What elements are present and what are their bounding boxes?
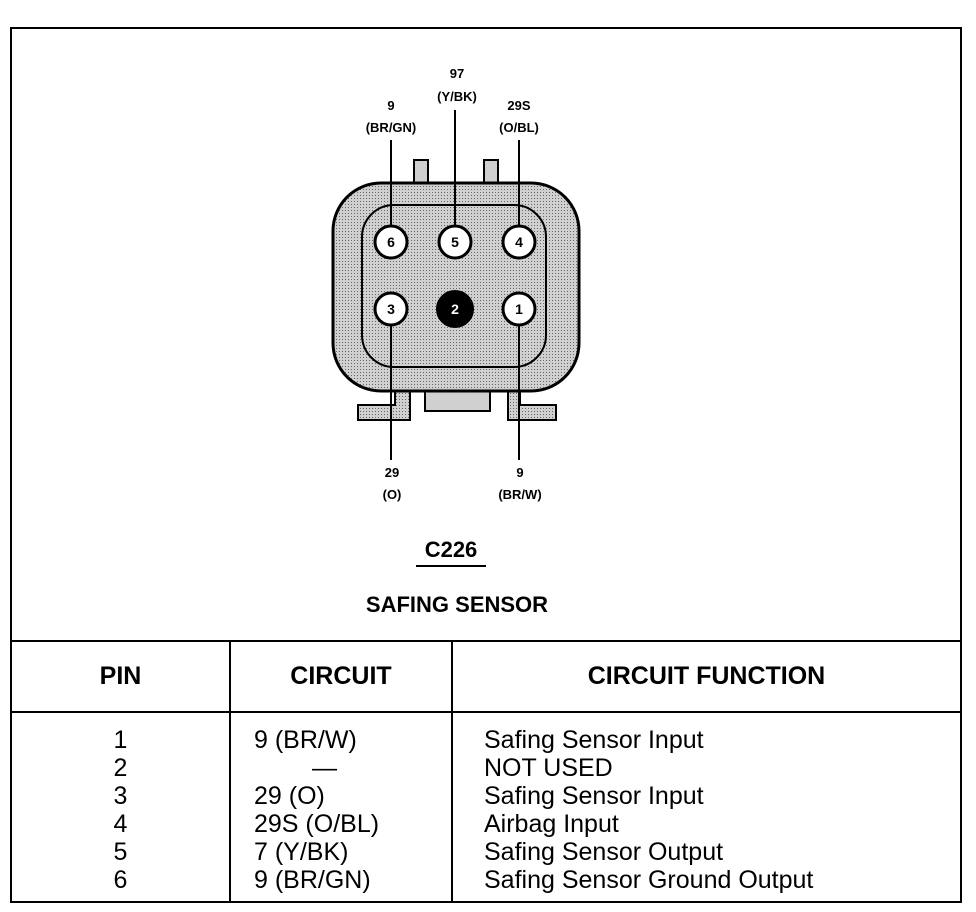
table-header-divider — [12, 711, 960, 713]
table-cell-pin: 1 — [113, 726, 128, 754]
diagram-frame — [10, 27, 962, 903]
connector-foot-left — [357, 389, 411, 421]
pin-6-label: 6 — [387, 234, 395, 250]
table-top-border — [12, 640, 960, 642]
table-cell-circuit: — — [312, 754, 337, 782]
table-cell-pin: 2 — [113, 754, 128, 782]
wire-label-pin-5-color: (Y/BK) — [437, 89, 477, 104]
pin-5: 5 — [437, 224, 473, 260]
circuit-column: 9 (BR/W) — 29 (O) 29S (O/BL) 7 (Y/BK) 9 … — [254, 726, 449, 894]
header-circuit-function: CIRCUIT FUNCTION — [587, 661, 826, 690]
pin-table: PIN CIRCUIT CIRCUIT FUNCTION 1 2 3 4 5 6… — [12, 640, 960, 901]
wire-label-pin-4-number: 29S — [507, 98, 530, 113]
pin-3-label: 3 — [387, 301, 395, 317]
pin-6: 6 — [373, 224, 409, 260]
pin-column: 1 2 3 4 5 6 — [12, 726, 229, 894]
wire-label-pin-1-color: (BR/W) — [498, 487, 541, 502]
pin-2-label: 2 — [451, 301, 459, 317]
wire-label-pin-1-number: 9 — [516, 465, 523, 480]
wire-label-pin-3-number: 29 — [385, 465, 399, 480]
pin-2-unused: 2 — [436, 290, 474, 328]
table-cell-function: Safing Sensor Input — [484, 782, 704, 810]
pin-1-label: 1 — [515, 301, 523, 317]
pin-3: 3 — [373, 291, 409, 327]
table-cell-function: Airbag Input — [484, 810, 619, 838]
connector-id: C226 — [425, 537, 478, 562]
table-cell-pin: 6 — [113, 866, 128, 894]
pin-4: 4 — [501, 224, 537, 260]
wire-label-pin-6-color: (BR/GN) — [366, 120, 417, 135]
connector-name: SAFING SENSOR — [366, 592, 548, 617]
connector-foot-right — [507, 389, 557, 421]
function-column: Safing Sensor Input NOT USED Safing Sens… — [484, 726, 954, 894]
table-column-divider-1 — [229, 640, 231, 901]
table-cell-pin: 4 — [113, 810, 128, 838]
table-cell-function: Safing Sensor Input — [484, 726, 704, 754]
table-cell-function: NOT USED — [484, 754, 613, 782]
table-cell-pin: 5 — [113, 838, 128, 866]
pin-4-label: 4 — [515, 234, 523, 250]
table-cell-circuit: 29S (O/BL) — [254, 810, 380, 838]
table-column-divider-2 — [451, 640, 453, 901]
table-cell-circuit: 7 (Y/BK) — [254, 838, 349, 866]
connector-diagram: 6 5 4 3 2 1 9 (BR/GN) 97 (Y/BK) 29S (O/B… — [331, 66, 581, 617]
header-pin: PIN — [99, 661, 142, 690]
table-cell-function: Safing Sensor Ground Output — [484, 866, 814, 894]
header-circuit: CIRCUIT — [290, 661, 392, 690]
pin-1: 1 — [501, 291, 537, 327]
wire-label-pin-5-number: 97 — [450, 66, 464, 81]
table-cell-circuit: 29 (O) — [254, 782, 325, 810]
table-cell-function: Safing Sensor Output — [484, 838, 724, 866]
wire-label-pin-3-color: (O) — [383, 487, 402, 502]
table-cell-circuit: 9 (BR/GN) — [254, 866, 371, 894]
pin-5-label: 5 — [451, 234, 459, 250]
table-cell-circuit: 9 (BR/W) — [254, 726, 357, 754]
wire-label-pin-6-number: 9 — [387, 98, 394, 113]
table-cell-pin: 3 — [113, 782, 128, 810]
wire-label-pin-4-color: (O/BL) — [499, 120, 539, 135]
